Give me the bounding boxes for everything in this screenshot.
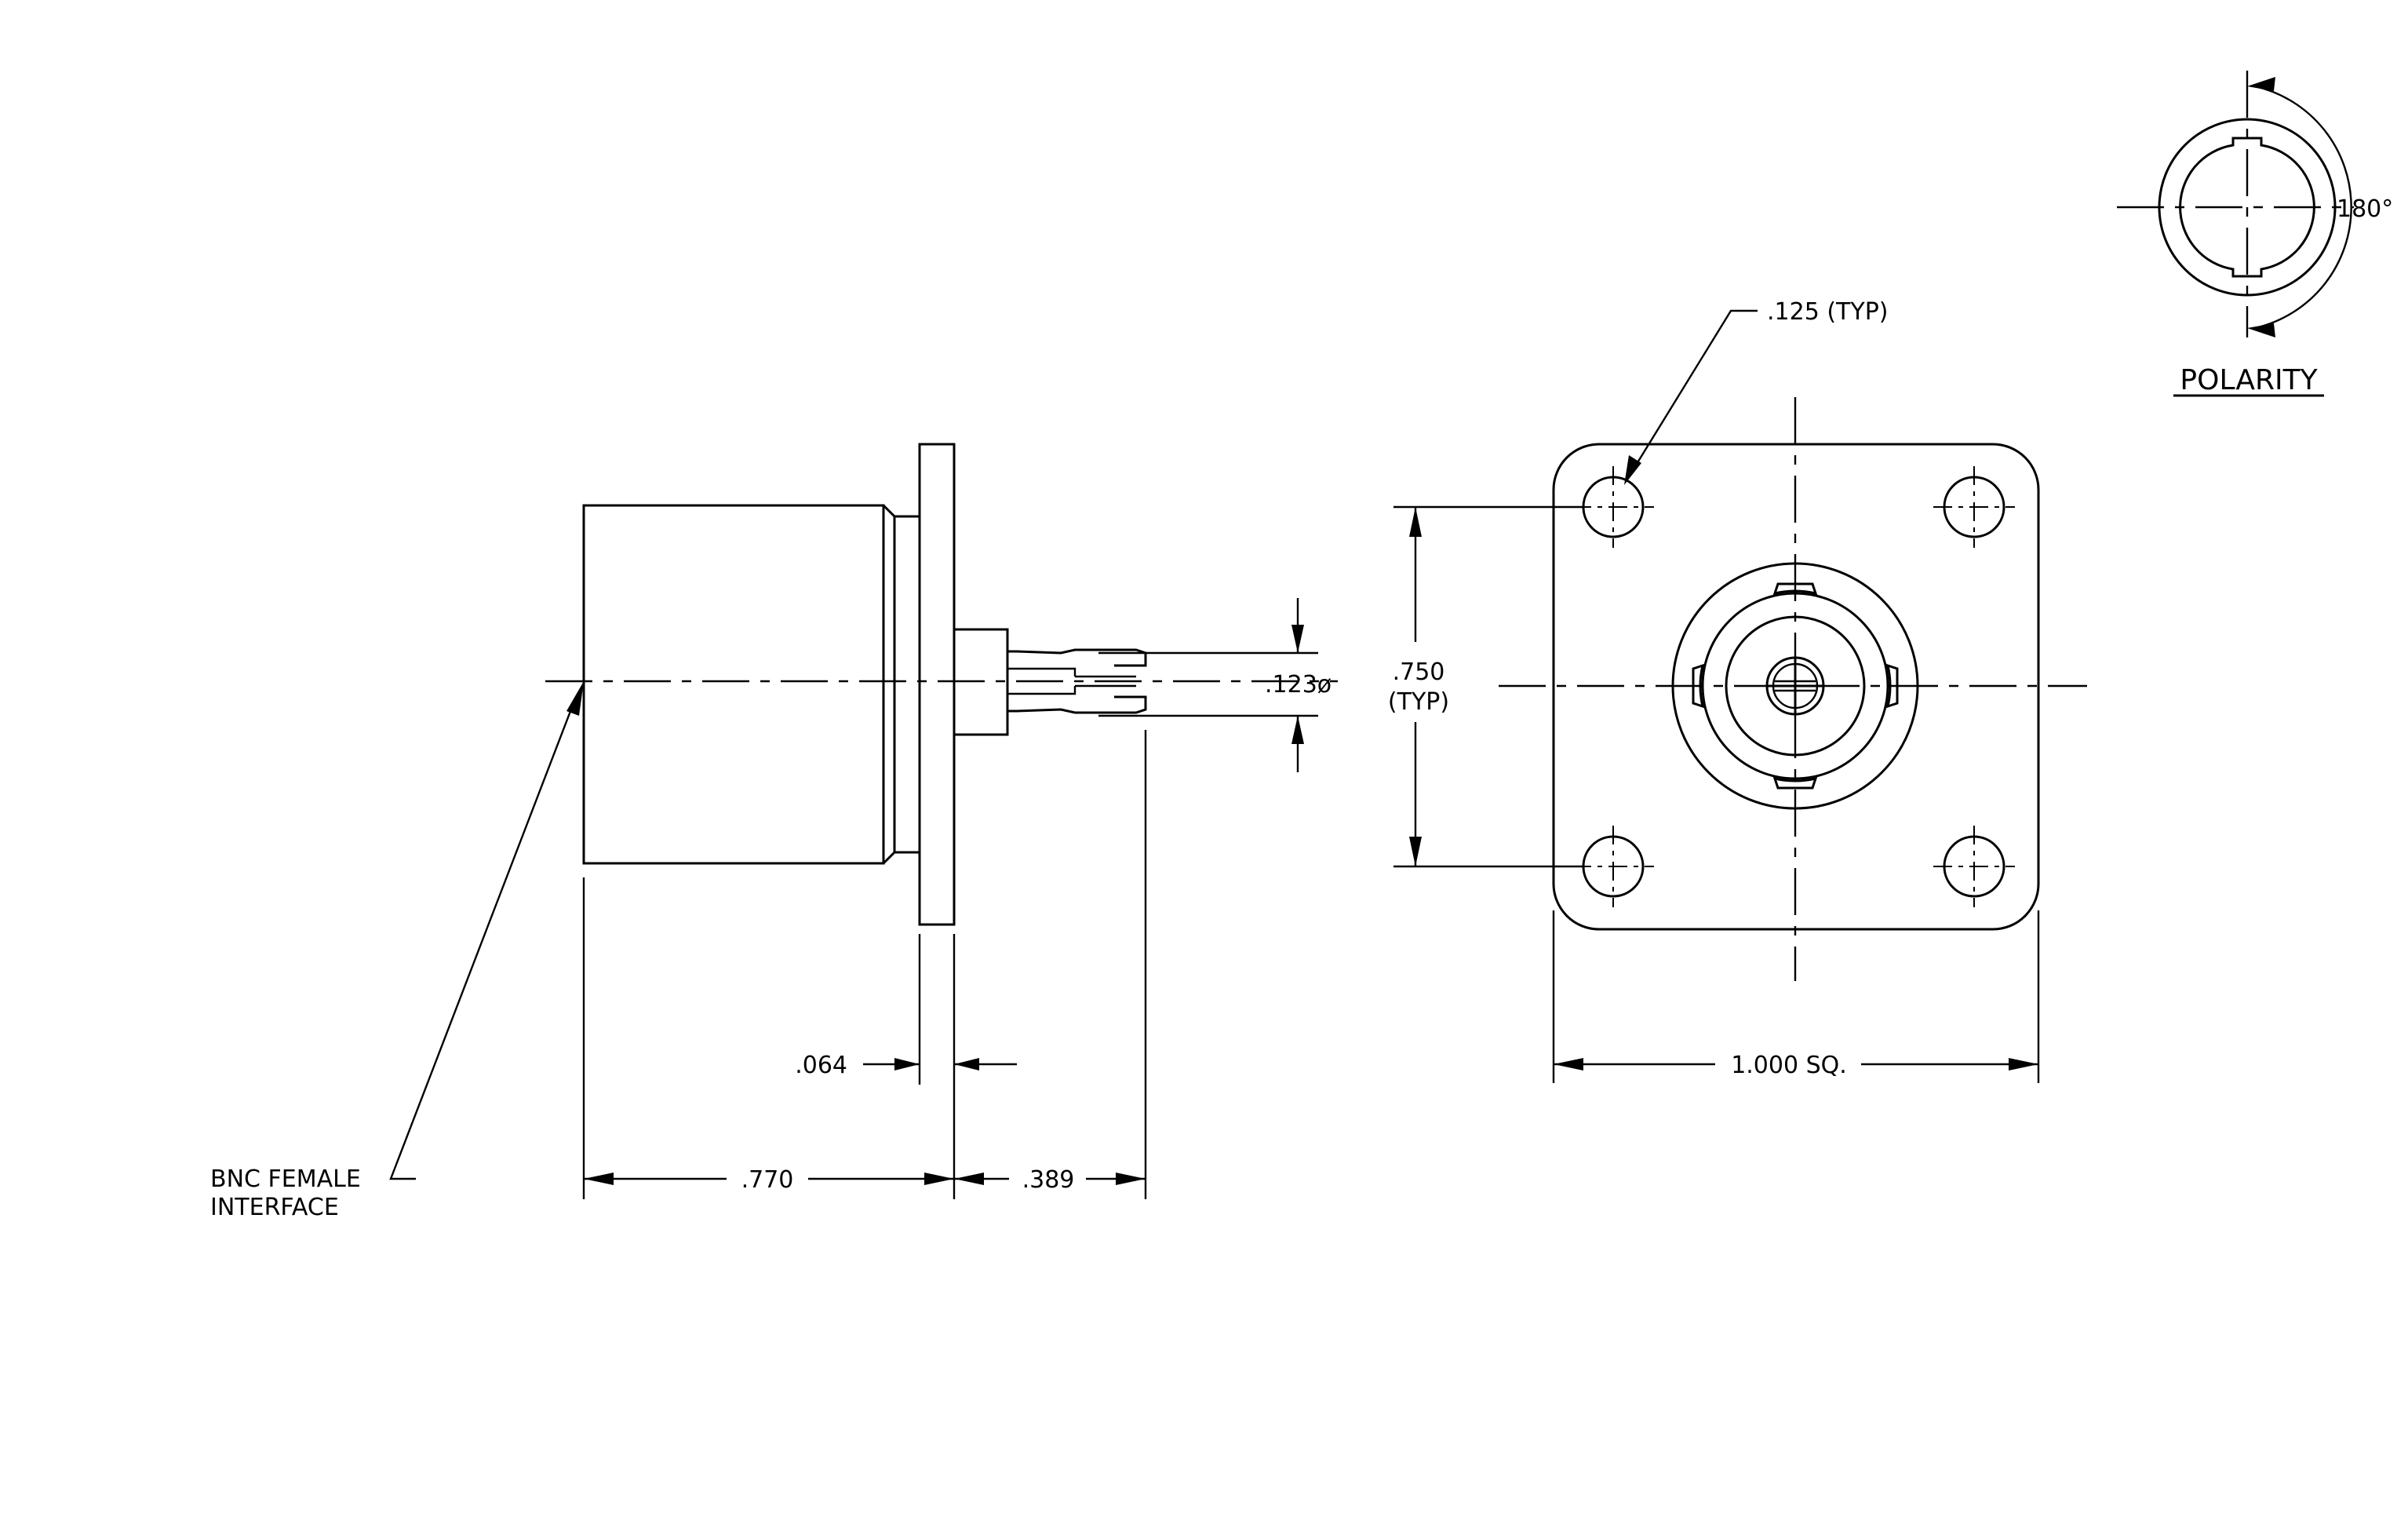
- arrowhead: [584, 1173, 614, 1185]
- interface-label-line2: INTERFACE: [210, 1194, 339, 1221]
- bayonet-lug: [1772, 582, 1818, 596]
- polarity-keyed-circle: [2179, 137, 2315, 278]
- hole-diameter-callout: .125 (TYP): [1624, 298, 1888, 485]
- mounting-flange: [918, 443, 956, 926]
- flange-square-outline: [1552, 443, 2040, 931]
- arrowhead: [1554, 1058, 1583, 1071]
- pin-length-label: .389: [1022, 1166, 1075, 1194]
- interface-label-line1: BNC FEMALE: [210, 1165, 361, 1193]
- polarity-title: POLARITY: [2180, 364, 2318, 396]
- arrowhead: [1409, 837, 1422, 866]
- hole-spacing-label: .750: [1393, 658, 1445, 686]
- arrowhead: [2247, 323, 2275, 337]
- dim-flange-square: 1.000 SQ.: [1552, 910, 2040, 1083]
- arrowhead: [1291, 625, 1304, 653]
- arrowhead: [2009, 1058, 2038, 1071]
- polarity-angle-label: 180°: [2337, 195, 2393, 223]
- solder-pin: [1007, 648, 1147, 714]
- connector-body: [582, 504, 885, 865]
- dim-pin-diameter: .123ø: [1265, 598, 1332, 772]
- dim-hole-spacing: .750 (TYP): [1388, 505, 1583, 868]
- arrowhead: [1291, 716, 1304, 744]
- arrowhead: [1116, 1173, 1146, 1185]
- dim-body-length: .770: [584, 1166, 954, 1194]
- arrowhead: [924, 1173, 954, 1185]
- pin-detail: [1007, 667, 1136, 695]
- side-view: .064 .770 .389 .123ø: [210, 443, 1338, 1221]
- mounting-hole: [1572, 826, 1654, 907]
- dim-flange-thickness: .064: [795, 1052, 1017, 1079]
- dim-pin-length: .389: [954, 1166, 1146, 1194]
- hole-spacing-note: (TYP): [1388, 688, 1449, 716]
- bayonet-lug: [1772, 776, 1818, 790]
- rear-boss: [953, 628, 1009, 736]
- front-view: .750 (TYP) .125 (TYP) 1.000 SQ.: [1388, 298, 2087, 1083]
- mounting-hole: [1933, 466, 2015, 548]
- leader-line: [389, 696, 577, 1180]
- polarity-detail: 180° POLARITY: [2117, 71, 2393, 397]
- hole-diameter-label: .125 (TYP): [1767, 298, 1888, 326]
- interface-callout: BNC FEMALE INTERFACE: [210, 681, 584, 1221]
- outer-ring: [1671, 562, 1919, 810]
- arrowhead: [566, 681, 584, 716]
- mounting-hole: [1572, 466, 1654, 548]
- body-length-label: .770: [741, 1166, 794, 1194]
- arrowhead: [1409, 507, 1422, 537]
- pin-diameter-label: .123ø: [1265, 671, 1332, 698]
- polarity-outer-circle: [2158, 118, 2337, 297]
- arrowhead: [954, 1173, 984, 1185]
- flange-thickness-label: .064: [795, 1052, 847, 1079]
- rotation-arc: [2254, 85, 2352, 330]
- body-shoulder: [882, 504, 920, 865]
- bayonet-lug: [1692, 663, 1705, 709]
- bayonet-lug: [1885, 663, 1899, 709]
- leader-line: [1629, 309, 1758, 475]
- arrowhead: [894, 1058, 920, 1071]
- flange-square-label: 1.000 SQ.: [1731, 1052, 1847, 1079]
- arrowhead: [1624, 455, 1641, 485]
- dielectric-ring: [1725, 615, 1866, 757]
- mounting-hole: [1933, 826, 2015, 907]
- arrowhead: [954, 1058, 979, 1071]
- bayonet-ring: [1701, 592, 1889, 780]
- arrowhead: [2247, 77, 2275, 91]
